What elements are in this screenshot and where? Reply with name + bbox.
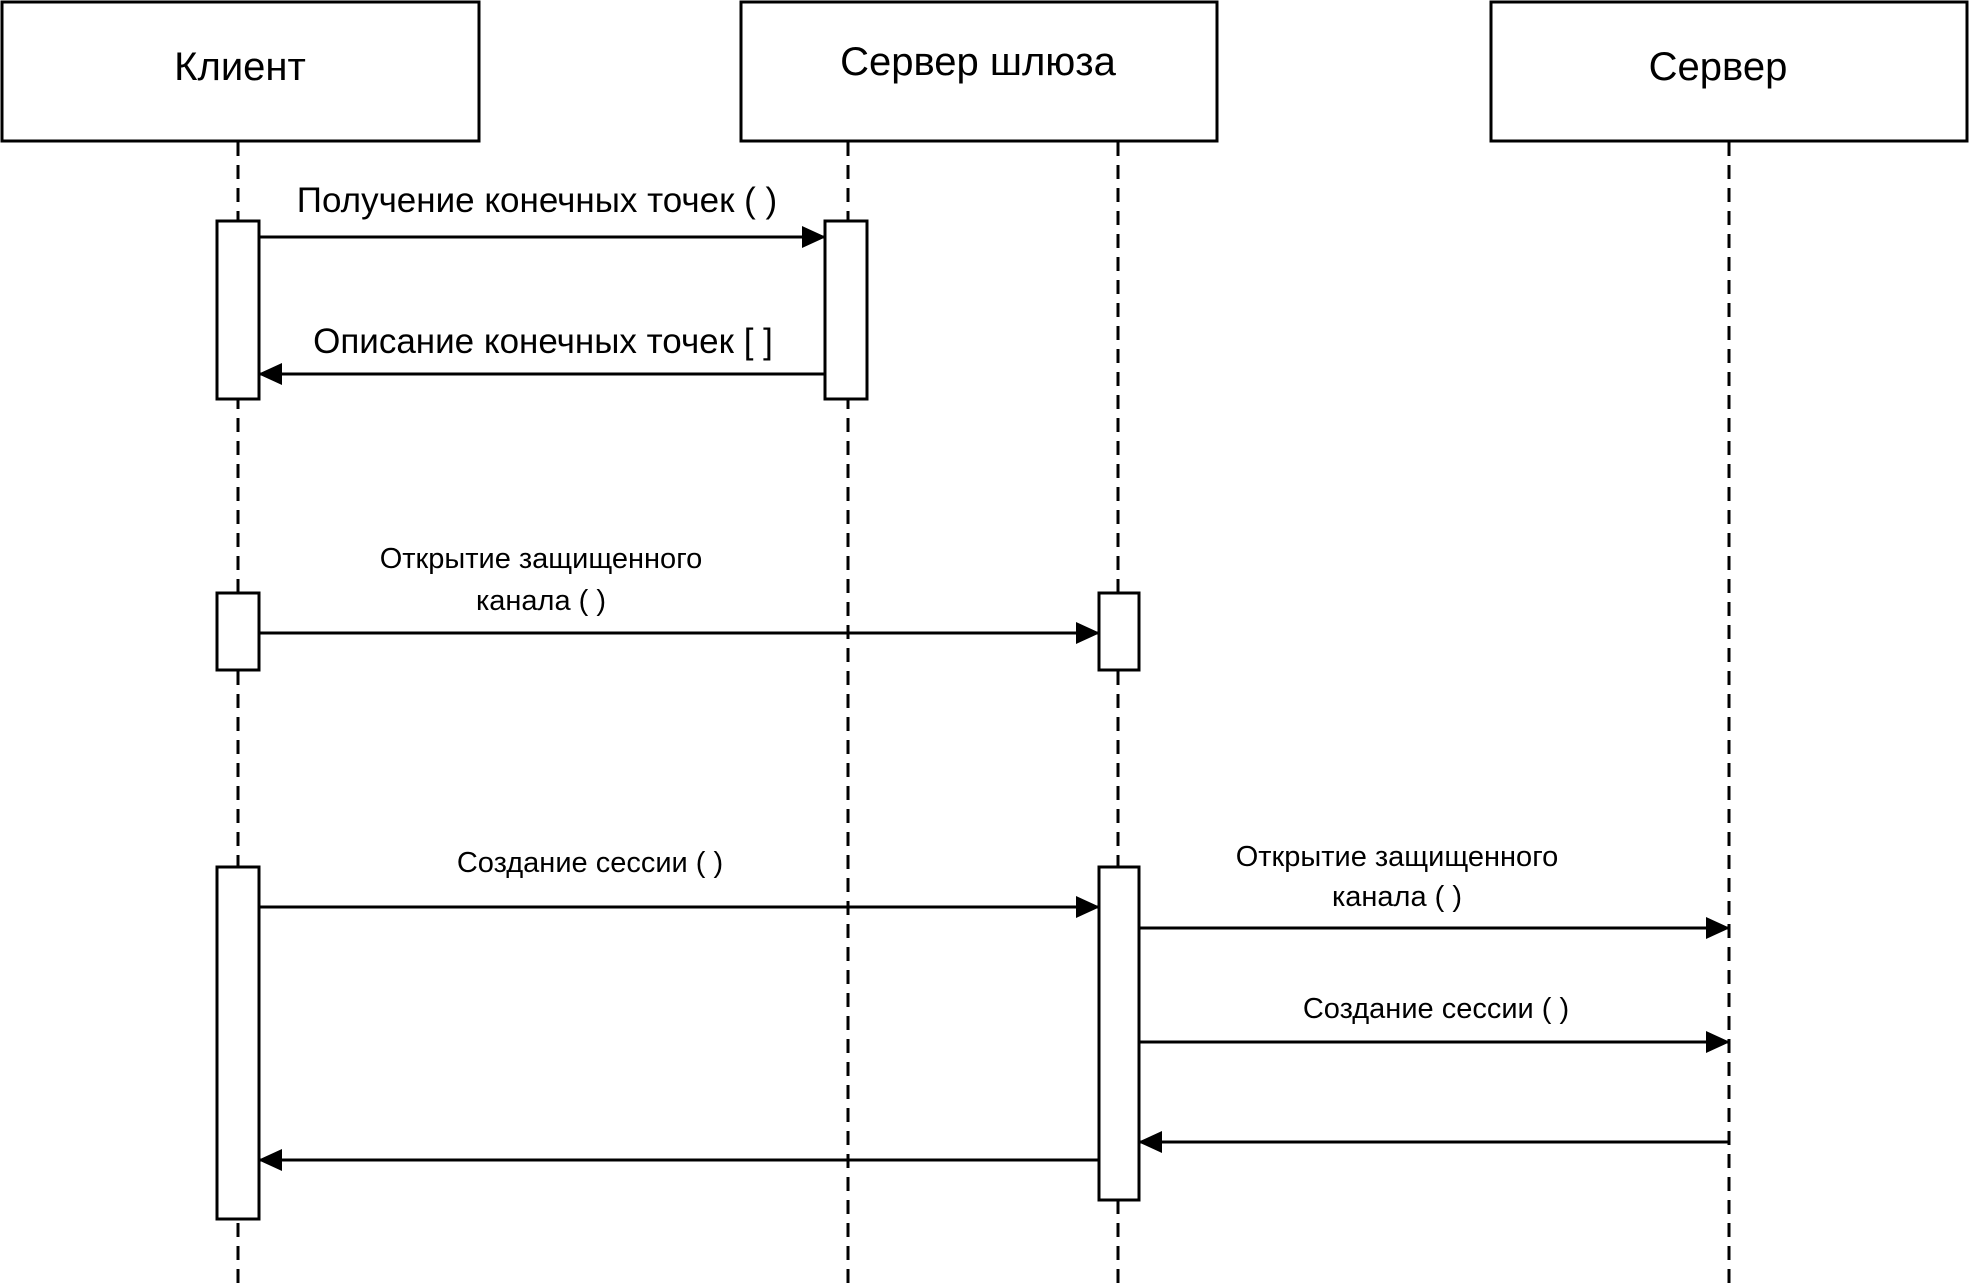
participant-server-label: Сервер [1649, 45, 1788, 89]
message-label-open-channel-server-line1: Открытие защищенного [1236, 841, 1559, 873]
message-label-open-channel-client-line2: канала ( ) [476, 585, 606, 617]
message-label-open-channel-server-line2: канала ( ) [1332, 881, 1462, 913]
activation-client-1 [215, 219, 261, 401]
participant-gateway: Сервер шлюза [739, 0, 1219, 143]
message-label-create-session-client: Создание сессии ( ) [457, 847, 723, 879]
activation-gateway-1 [823, 219, 869, 401]
message-label-endpoints-description: Описание конечных точек [ ] [313, 322, 773, 361]
message-label-get-endpoints: Получение конечных точек ( ) [297, 181, 777, 220]
activation-client-2 [215, 591, 261, 672]
activation-gateway-3 [1097, 865, 1141, 1202]
participant-client-label: Клиент [174, 45, 306, 89]
participant-gateway-label: Сервер шлюза [840, 40, 1117, 84]
participant-client: Клиент [0, 0, 481, 143]
activation-gateway-2 [1097, 591, 1141, 672]
message-label-open-channel-client-line1: Открытие защищенного [380, 543, 703, 575]
activation-client-3 [215, 865, 261, 1221]
message-label-create-session-server: Создание сессии ( ) [1303, 993, 1569, 1025]
participant-server: Сервер [1489, 0, 1969, 143]
